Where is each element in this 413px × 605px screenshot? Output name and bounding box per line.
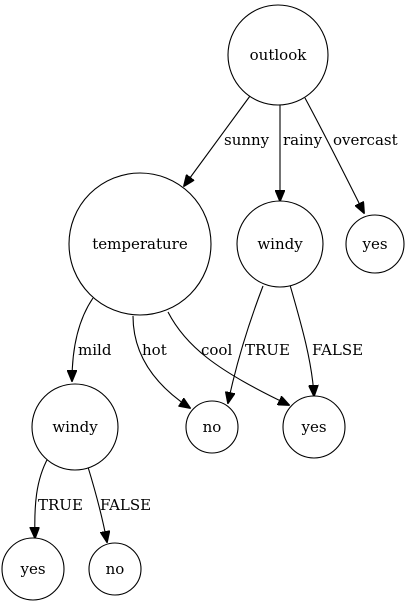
edge-windy-yes [289,284,314,396]
svg-text:windy: windy [257,235,303,253]
edge-temperature-no [132,315,190,408]
edge-label-overcast: overcast [333,131,398,149]
edge-temperature-windy [72,297,94,381]
edge-windy-mild-no [87,466,107,542]
svg-text:yes: yes [361,235,387,253]
node-outlook: outlook [227,4,329,106]
svg-text:no: no [106,560,125,578]
svg-text:yes: yes [19,560,45,578]
edge-label-rainy-false: FALSE [312,341,363,359]
node-windy-mild: windy [31,383,119,471]
edges [35,95,364,542]
nodes: outlook temperature windy yes windy no y… [1,4,405,601]
node-temperature: temperature [68,172,212,316]
edge-label-rainy: rainy [283,131,323,149]
node-yes-mild-true: yes [1,537,65,601]
edge-label-mild: mild [78,341,112,359]
edge-label-hot: hot [142,341,167,359]
edge-label-cool: cool [201,341,232,359]
edge-windy-mild-yes [35,457,49,538]
edge-windy-no [228,285,264,403]
svg-text:outlook: outlook [250,46,308,64]
svg-text:yes: yes [300,418,326,436]
edge-temperature-yes [167,311,289,405]
edge-label-sunny: sunny [224,131,270,149]
edge-label-mild-false: FALSE [100,496,151,514]
edge-outlook-yes [304,97,364,213]
edge-labels: sunny rainy overcast mild hot cool TRUE … [38,131,398,514]
node-no-mild-false: no [88,542,142,596]
svg-text:windy: windy [52,418,98,436]
node-yes-overcast: yes [345,214,405,274]
node-no-hot: no [185,400,239,454]
svg-text:no: no [203,418,222,436]
svg-text:temperature: temperature [92,235,188,253]
node-windy-rainy: windy [236,200,324,288]
edge-label-mild-true: TRUE [38,496,83,514]
node-yes-cool: yes [282,395,346,459]
edge-label-rainy-true: TRUE [245,341,290,359]
edge-outlook-temperature [184,95,251,186]
